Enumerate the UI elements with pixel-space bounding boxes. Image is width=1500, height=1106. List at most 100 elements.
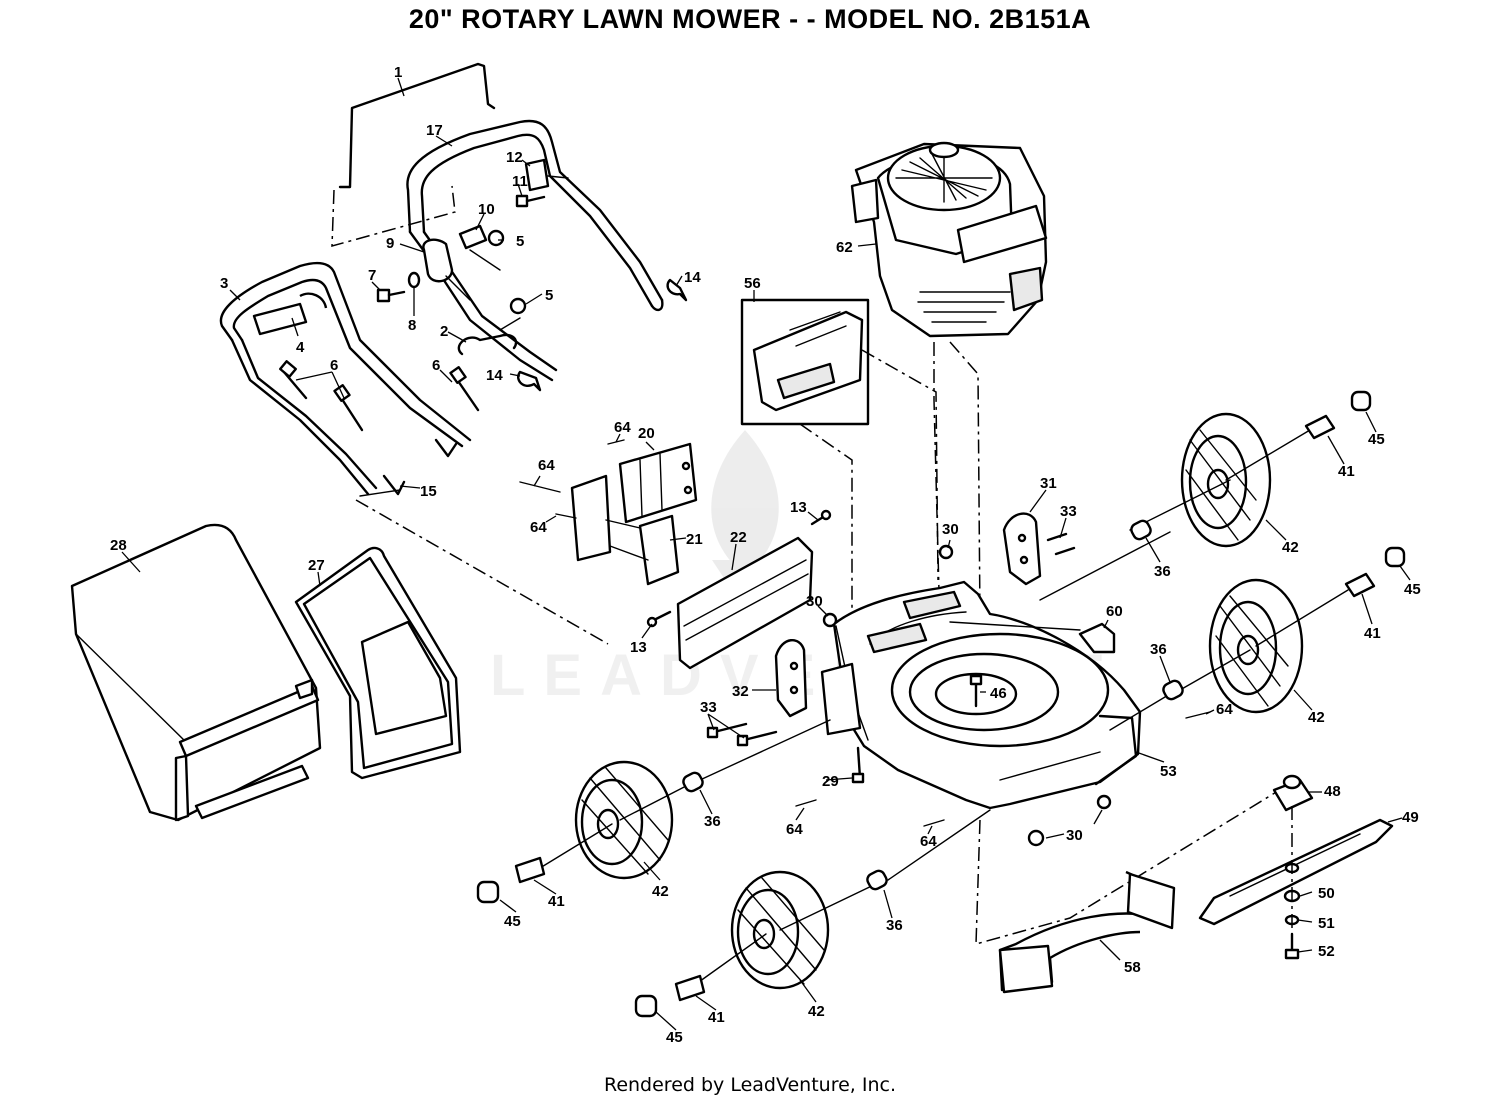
part-7-bolt xyxy=(376,288,406,303)
part-2-clip xyxy=(457,317,521,356)
callout-labels: 1 17 12 11 10 9 5 7 8 5 3 4 2 14 14 6 6 … xyxy=(110,64,1421,1046)
callout-42: 42 xyxy=(1308,709,1325,726)
callout-41: 41 xyxy=(1338,463,1355,480)
leader-lines xyxy=(121,77,1411,1031)
part-30-nut xyxy=(822,544,1112,847)
callout-8: 8 xyxy=(408,317,416,334)
callout-6: 6 xyxy=(432,357,440,374)
callout-29: 29 xyxy=(822,773,839,790)
callout-13: 13 xyxy=(630,639,647,656)
callout-41: 41 xyxy=(708,1009,725,1026)
part-42-wheel-rear-left xyxy=(574,760,674,880)
callout-33: 33 xyxy=(1060,503,1077,520)
part-60-flap xyxy=(1078,622,1116,654)
callout-22: 22 xyxy=(730,529,747,546)
callout-28: 28 xyxy=(110,537,127,554)
part-62-engine xyxy=(850,141,1048,338)
part-11-bolt xyxy=(515,194,546,208)
part-12-control xyxy=(524,158,569,192)
part-20-bracket xyxy=(618,442,698,524)
part-56-baffle-inset xyxy=(740,298,870,426)
callout-10: 10 xyxy=(478,201,495,218)
part-10-bracket xyxy=(458,224,501,271)
callout-15: 15 xyxy=(420,483,437,500)
callout-62: 62 xyxy=(836,239,853,256)
part-3-lower-handle xyxy=(219,261,472,496)
part-48-blade-adapter xyxy=(1272,774,1314,812)
part-27-bag-frame xyxy=(294,546,462,780)
part-32-hinge-bracket xyxy=(774,639,808,718)
part-36-spacer xyxy=(682,519,1184,891)
callout-64: 64 xyxy=(538,457,555,474)
callout-9: 9 xyxy=(386,235,394,252)
part-52-blade-bolt xyxy=(1284,932,1300,960)
part-5-nut xyxy=(487,229,527,315)
callout-41: 41 xyxy=(1364,625,1381,642)
part-45-hubcap xyxy=(476,390,1406,1018)
callout-5: 5 xyxy=(516,233,524,250)
part-64-pin xyxy=(795,711,1211,827)
callout-64: 64 xyxy=(920,833,937,850)
part-1-bail-wire xyxy=(338,62,496,189)
callout-31: 31 xyxy=(1040,475,1057,492)
callout-2: 2 xyxy=(440,323,448,340)
callout-41: 41 xyxy=(548,893,565,910)
callout-6: 6 xyxy=(330,357,338,374)
callout-36: 36 xyxy=(1154,563,1171,580)
callout-13: 13 xyxy=(790,499,807,516)
callout-1: 1 xyxy=(394,64,402,81)
part-28-grass-bag xyxy=(70,523,322,822)
callout-53: 53 xyxy=(1160,763,1177,780)
part-46-bolt xyxy=(969,674,983,708)
callout-14: 14 xyxy=(684,269,701,286)
callout-36: 36 xyxy=(886,917,903,934)
callout-30: 30 xyxy=(1066,827,1083,844)
diagram-title: 20" ROTARY LAWN MOWER - - MODEL NO. 2B15… xyxy=(408,4,1092,34)
callout-45: 45 xyxy=(1368,431,1385,448)
callout-50: 50 xyxy=(1318,885,1335,902)
callout-42: 42 xyxy=(808,1003,825,1020)
callout-64: 64 xyxy=(1216,701,1233,718)
callout-7: 7 xyxy=(368,267,376,284)
part-53-mower-deck xyxy=(832,580,1142,810)
callout-32: 32 xyxy=(732,683,749,700)
part-8-washer xyxy=(407,271,421,289)
callout-20: 20 xyxy=(638,425,655,442)
callout-5: 5 xyxy=(545,287,553,304)
callout-33: 33 xyxy=(700,699,717,716)
callout-45: 45 xyxy=(666,1029,683,1046)
part-22-rear-door xyxy=(676,536,814,670)
deck-bracket xyxy=(820,662,862,736)
part-13-screw xyxy=(646,509,832,628)
callout-30: 30 xyxy=(942,521,959,538)
part-49-blade xyxy=(1198,818,1394,926)
callout-46: 46 xyxy=(990,685,1007,702)
part-33-bolt xyxy=(706,532,1076,747)
callout-12: 12 xyxy=(506,149,523,166)
callout-4: 4 xyxy=(296,339,305,356)
callout-56: 56 xyxy=(744,275,761,292)
part-4-knob xyxy=(252,292,328,336)
callout-14: 14 xyxy=(486,367,503,384)
part-58-baffle xyxy=(998,870,1176,994)
callout-64: 64 xyxy=(614,419,631,436)
part-14-clip xyxy=(517,278,688,392)
callout-21: 21 xyxy=(686,531,703,548)
callout-45: 45 xyxy=(504,913,521,930)
callout-17: 17 xyxy=(426,122,443,139)
callout-48: 48 xyxy=(1324,783,1341,800)
part-29-bolt xyxy=(851,746,865,784)
callout-64: 64 xyxy=(530,519,547,536)
callout-51: 51 xyxy=(1318,915,1335,932)
callout-3: 3 xyxy=(220,275,228,292)
callout-27: 27 xyxy=(308,557,325,574)
part-41-shoulder-bolt xyxy=(514,414,1376,1002)
callout-45: 45 xyxy=(1404,581,1421,598)
callout-42: 42 xyxy=(1282,539,1299,556)
callout-64: 64 xyxy=(786,821,803,838)
callout-58: 58 xyxy=(1124,959,1141,976)
callout-36: 36 xyxy=(704,813,721,830)
part-9-knob xyxy=(422,238,471,301)
